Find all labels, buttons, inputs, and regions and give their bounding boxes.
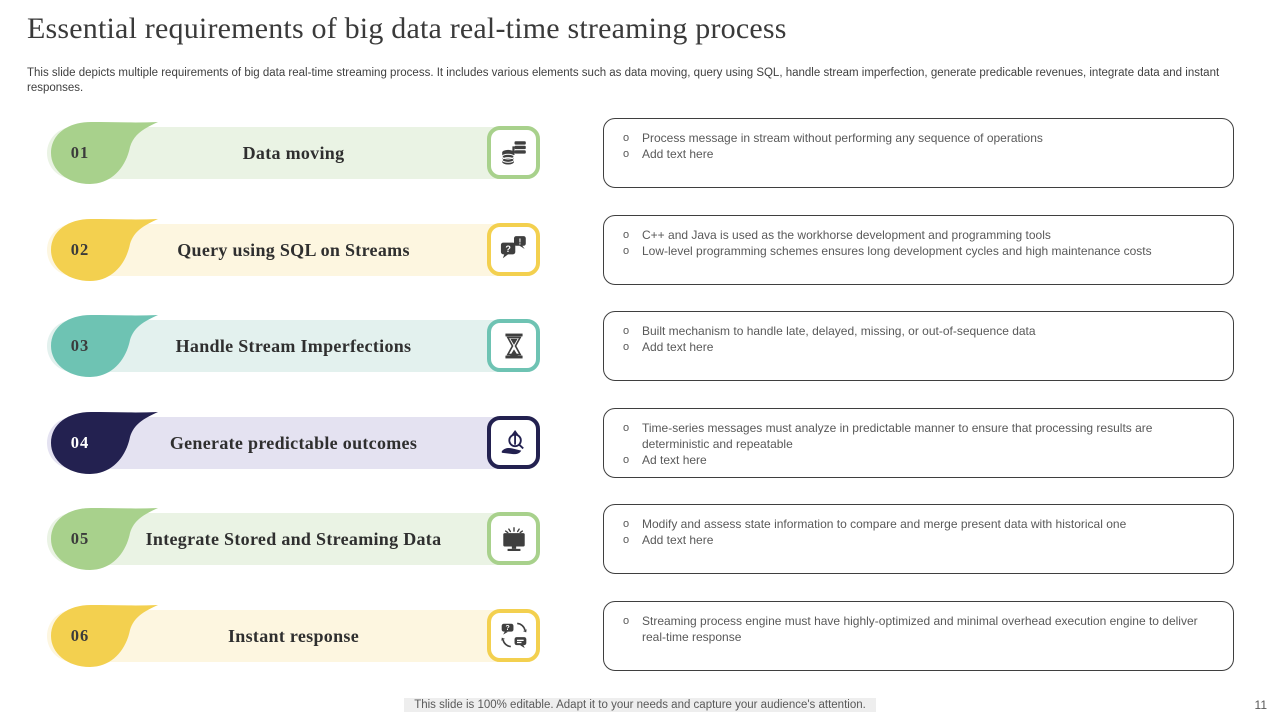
bullet-list: Built mechanism to handle late, delayed,… — [616, 323, 1215, 355]
hourglass-icon — [499, 331, 529, 361]
requirement-label: Generate predictable outcomes — [169, 432, 418, 453]
bullet-list: Streaming process engine must have highl… — [616, 613, 1215, 645]
rows: 01 Data moving Process message in stream… — [0, 118, 1280, 678]
number-badge: 01 — [47, 121, 160, 185]
step-number: 04 — [70, 432, 90, 452]
description-box: C++ and Java is used as the workhorse de… — [603, 214, 1234, 285]
bullet-item: Add text here — [616, 146, 1215, 162]
page-subtitle: This slide depicts multiple requirements… — [27, 67, 1220, 95]
page-title: Essential requirements of big data real-… — [27, 12, 787, 45]
bullet-item: Built mechanism to handle late, delayed,… — [616, 323, 1215, 339]
hand-magnifier-icon — [499, 427, 529, 457]
requirement-row: 04 Generate predictable outcomes Time-se… — [0, 407, 1280, 478]
requirement-label: Data moving — [242, 143, 345, 163]
number-badge: 03 — [47, 314, 160, 378]
bullet-item: Add text here — [616, 532, 1215, 548]
step-number: 01 — [70, 143, 90, 162]
teardrop-shape — [51, 315, 158, 377]
bullet-list: C++ and Java is used as the workhorse de… — [616, 227, 1215, 259]
bullet-item: Time-series messages must analyze in pre… — [616, 420, 1215, 452]
icon-box — [487, 319, 540, 372]
requirement-label: Integrate Stored and Streaming Data — [145, 529, 442, 549]
bullet-item: Ad text here — [616, 452, 1215, 468]
svg-text:?: ? — [505, 244, 511, 254]
description-box: Built mechanism to handle late, delayed,… — [603, 311, 1234, 381]
bullet-item: Modify and assess state information to c… — [616, 516, 1215, 532]
bullet-list: Modify and assess state information to c… — [616, 516, 1215, 548]
bullet-item: C++ and Java is used as the workhorse de… — [616, 227, 1215, 243]
step-number: 03 — [70, 336, 90, 355]
icon-box — [487, 512, 540, 565]
teardrop-shape — [51, 122, 158, 184]
step-number: 06 — [70, 625, 90, 645]
page-number: 11 — [1254, 698, 1267, 712]
teardrop-shape — [51, 604, 158, 667]
chat-question-icon: ?! — [499, 234, 529, 264]
step-number: 02 — [70, 239, 90, 259]
bullet-list: Time-series messages must analyze in pre… — [616, 420, 1215, 468]
description-box: Process message in stream without perfor… — [603, 118, 1234, 188]
bullet-item: Process message in stream without perfor… — [616, 130, 1215, 146]
monitor-burst-icon — [499, 524, 529, 554]
icon-box: ?! — [487, 222, 540, 276]
requirement-row: 02 Query using SQL on Streams ?! C++ and… — [0, 214, 1280, 285]
footer-note: This slide is 100% editable. Adapt it to… — [404, 698, 876, 712]
bullet-item: Streaming process engine must have highl… — [616, 613, 1215, 645]
teardrop-shape — [51, 508, 158, 570]
database-stack-icon — [499, 138, 529, 168]
bullet-list: Process message in stream without perfor… — [616, 130, 1215, 162]
description-box: Time-series messages must analyze in pre… — [603, 407, 1234, 478]
description-box: Modify and assess state information to c… — [603, 504, 1234, 574]
icon-box — [487, 415, 540, 469]
requirement-row: 05 Integrate Stored and Streaming Data M… — [0, 504, 1280, 574]
teardrop-shape — [51, 218, 158, 281]
icon-box: ? — [487, 608, 540, 662]
number-badge: 06 — [47, 604, 160, 668]
requirement-label: Instant response — [228, 625, 359, 646]
requirement-row: 01 Data moving Process message in stream… — [0, 118, 1280, 188]
icon-box — [487, 126, 540, 179]
chat-sync-icon: ? — [499, 620, 529, 650]
description-box: Streaming process engine must have highl… — [603, 600, 1234, 671]
svg-text:?: ? — [505, 625, 509, 632]
number-badge: 04 — [47, 411, 160, 475]
requirement-row: 06 Instant response ? Streaming process … — [0, 600, 1280, 671]
number-badge: 05 — [47, 507, 160, 571]
requirement-label: Handle Stream Imperfections — [175, 336, 412, 356]
number-badge: 02 — [47, 218, 160, 282]
bullet-item: Low-level programming schemes ensures lo… — [616, 243, 1215, 259]
requirement-label: Query using SQL on Streams — [177, 239, 410, 260]
footer: This slide is 100% editable. Adapt it to… — [0, 695, 1280, 713]
svg-text:!: ! — [518, 237, 521, 246]
requirement-row: 03 Handle Stream Imperfections Built mec… — [0, 311, 1280, 381]
step-number: 05 — [70, 529, 90, 548]
bullet-item: Add text here — [616, 339, 1215, 355]
teardrop-shape — [51, 411, 158, 474]
